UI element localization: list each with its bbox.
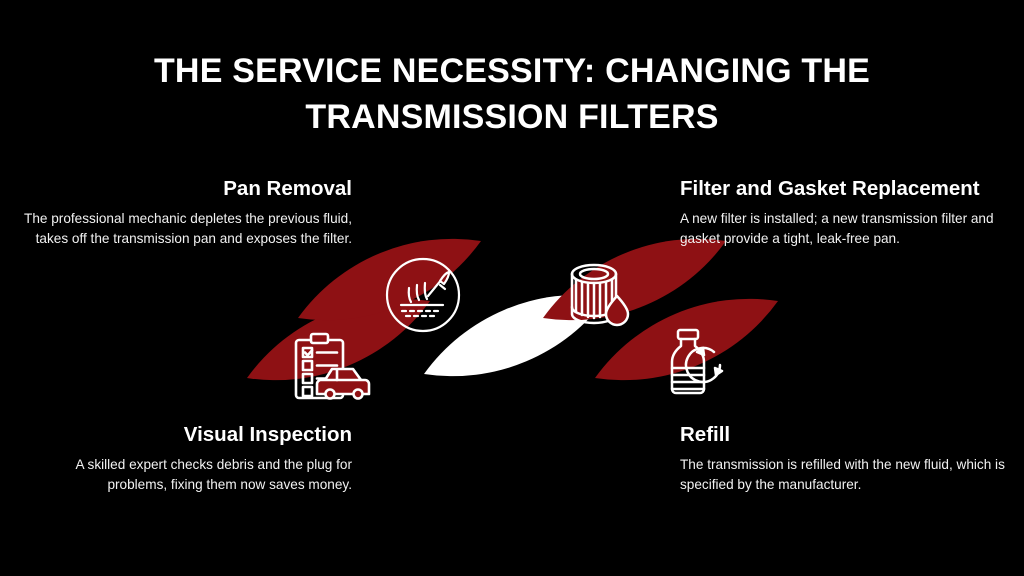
petal-refill[interactable] bbox=[595, 298, 778, 381]
petal-pan-removal[interactable] bbox=[298, 238, 481, 321]
step-body: The transmission is refilled with the ne… bbox=[680, 457, 1005, 492]
step-block-refill: Refill The transmission is refilled with… bbox=[680, 422, 1020, 494]
petal-visual-inspection[interactable] bbox=[247, 298, 430, 381]
step-heading: Visual Inspection bbox=[183, 423, 352, 446]
step-heading: Filter and Gasket Replacement bbox=[680, 177, 980, 200]
page-title: THE SERVICE NECESSITY: CHANGING THE TRAN… bbox=[153, 52, 871, 136]
bottle-refill-arrow-icon bbox=[670, 328, 724, 395]
step-block-visual-inspection: Visual Inspection A skilled expert check… bbox=[22, 422, 352, 494]
step-block-pan-removal: Pan Removal The professional mechanic de… bbox=[22, 176, 352, 248]
clipboard-car-checklist-icon bbox=[294, 332, 371, 400]
step-body: The professional mechanic depletes the p… bbox=[24, 211, 352, 246]
petal-filter-gasket[interactable] bbox=[543, 238, 726, 321]
center-petal[interactable] bbox=[424, 294, 607, 377]
step-body: A new filter is installed; a new transmi… bbox=[680, 211, 994, 246]
oil-filter-droplet-icon bbox=[570, 263, 630, 327]
step-block-filter-and-gasket-replacement: Filter and Gasket Replacement A new filt… bbox=[680, 176, 1020, 248]
step-heading: Pan Removal bbox=[223, 177, 352, 200]
step-body: A skilled expert checks debris and the p… bbox=[75, 457, 352, 492]
step-heading: Refill bbox=[680, 423, 731, 446]
drain-pan-tool-icon bbox=[385, 257, 461, 333]
